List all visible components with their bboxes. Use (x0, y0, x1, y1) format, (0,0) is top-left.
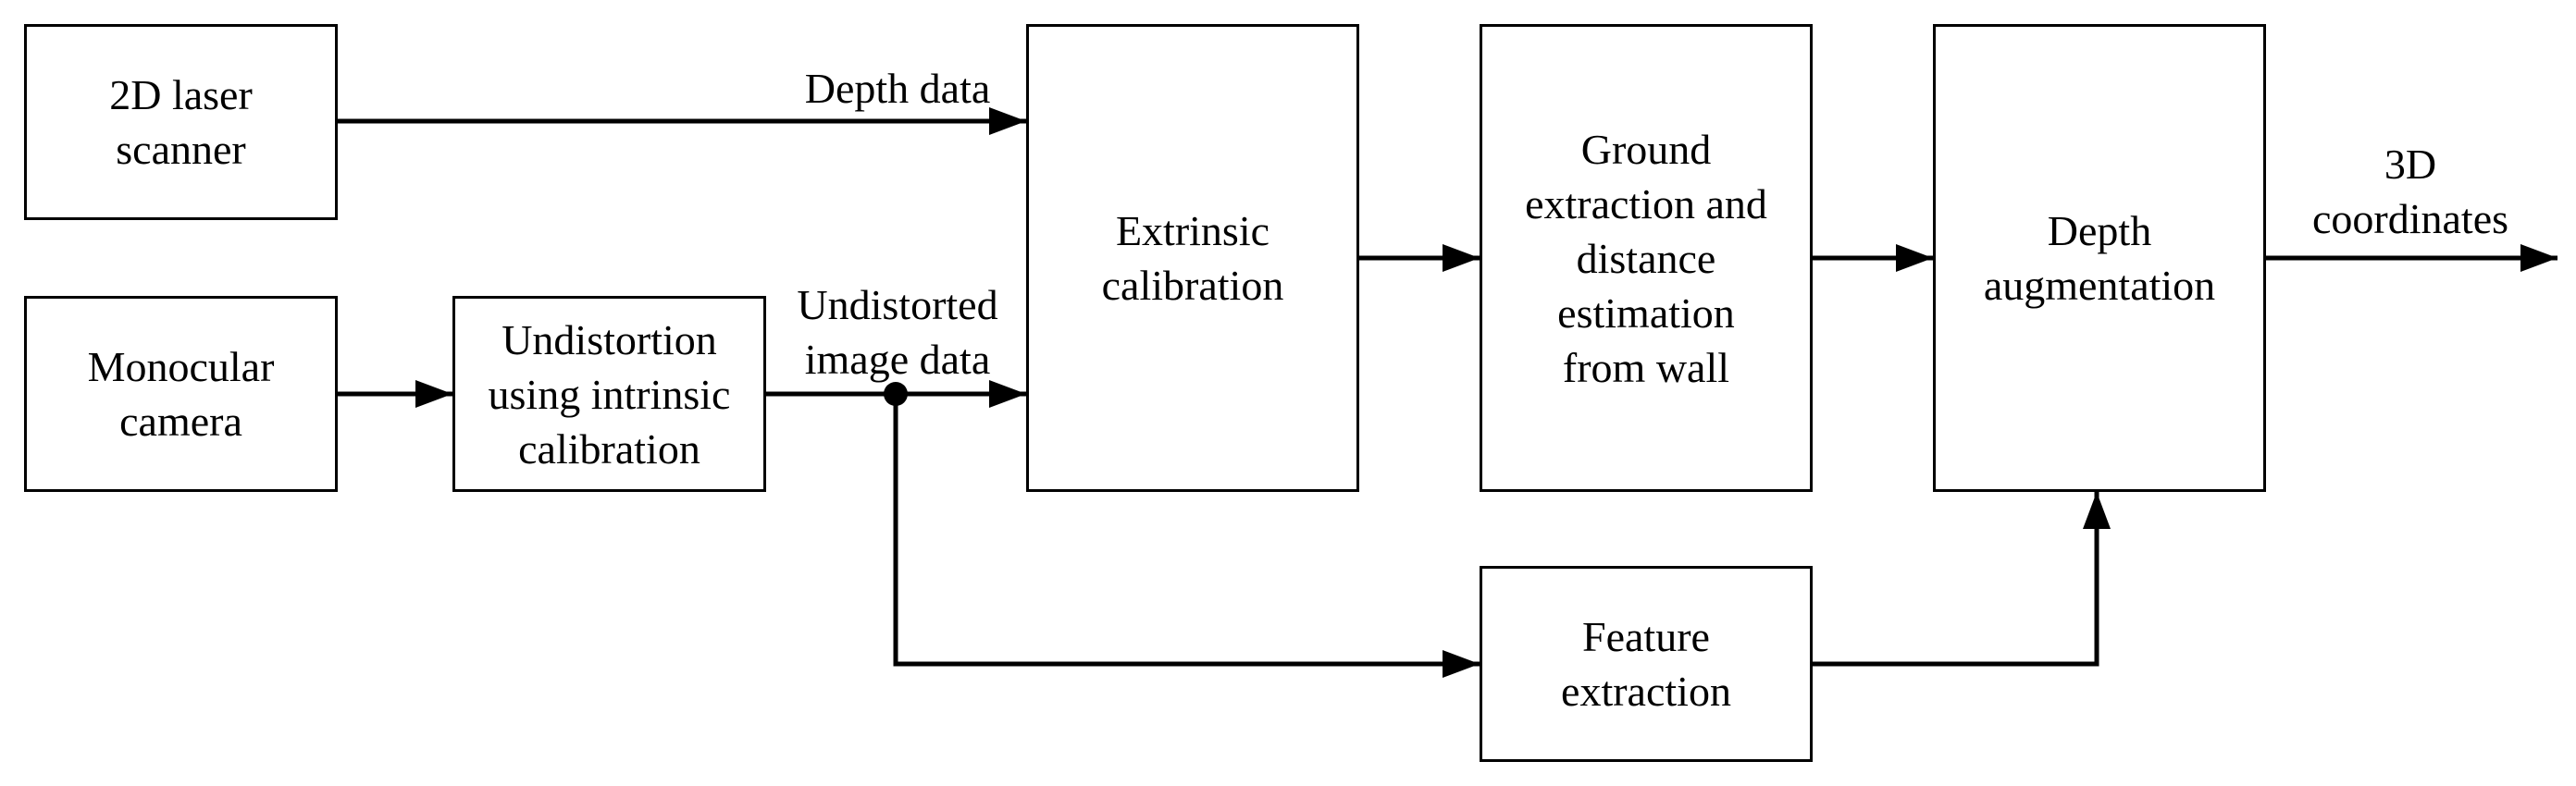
branch-junction-dot (884, 382, 908, 406)
arrow-feature-to-depth (1813, 492, 2111, 667)
ground-extraction-block: Ground extraction and distance estimatio… (1480, 24, 1813, 492)
feature-extraction-block: Feature extraction (1480, 566, 1813, 762)
laser-scanner-block: 2D laser scanner (24, 24, 338, 220)
undistorted-image-data-label: Undistorted image data (797, 281, 998, 383)
undistortion-block: Undistortion using intrinsic calibration (452, 296, 766, 492)
depth-augmentation-block: Depth augmentation (1933, 24, 2266, 492)
3d-coordinates-label: 3D coordinates (2311, 141, 2509, 242)
depth-data-label: Depth data (804, 65, 991, 112)
arrow-branch-to-feature-extraction (893, 394, 1480, 678)
monocular-camera-block: Monocular camera (24, 296, 338, 492)
extrinsic-calibration-block: Extrinsic calibration (1026, 24, 1359, 492)
